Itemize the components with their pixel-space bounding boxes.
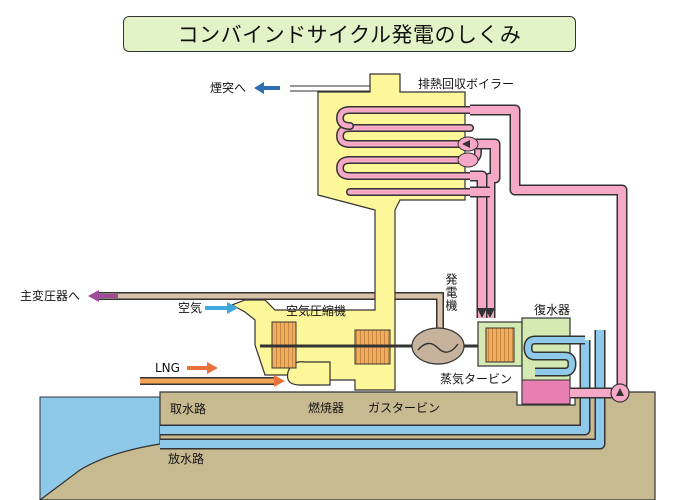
- air-arrow: [205, 302, 238, 314]
- lng-label: LNG: [155, 361, 180, 375]
- air-label: 空気: [178, 301, 203, 315]
- page-title: コンバインドサイクル発電のしくみ: [123, 16, 576, 52]
- chimney-arrow: [254, 82, 280, 94]
- steam-turbine-blades: [485, 327, 515, 363]
- generator: [411, 327, 465, 365]
- steam-turbine-label: 蒸気タービン: [440, 372, 513, 386]
- lng-fuel-line: [140, 375, 285, 387]
- condenser-water: [521, 379, 571, 405]
- intake-label: 取水路: [170, 402, 207, 416]
- hrsg-pump-2: [457, 152, 479, 168]
- steam-pipes: [470, 104, 628, 393]
- substation-arrow: [88, 290, 118, 302]
- lng-inlet-arrow: [187, 362, 218, 374]
- hrsg-label: 排熱回収ボイラー: [418, 77, 515, 91]
- combustor-label: 燃焼器: [308, 401, 345, 415]
- outlet-label: 放水路: [168, 452, 205, 466]
- hrsg-tubes: [336, 106, 482, 196]
- compressor-label: 空気圧縮機: [286, 304, 347, 318]
- gas-turbine-label: ガスタービン: [368, 401, 441, 415]
- chimney-label: 煙突へ: [210, 81, 247, 95]
- condenser-label: 復水器: [534, 303, 571, 317]
- substation-label: 主変圧器へ: [20, 289, 81, 303]
- generator-label: 発電機: [444, 273, 458, 312]
